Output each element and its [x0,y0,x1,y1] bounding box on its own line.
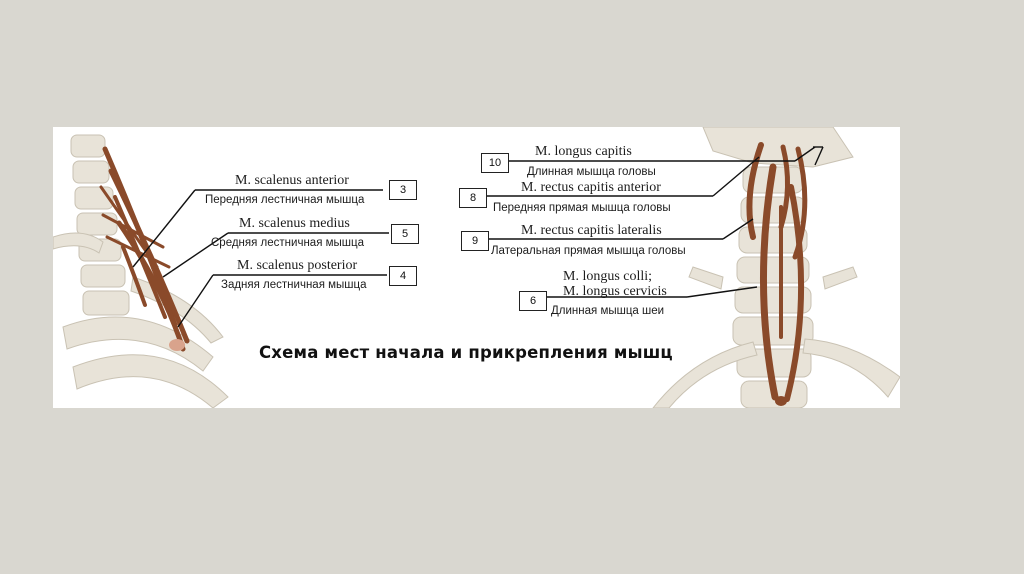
muscle-insertion-mark [169,339,185,351]
longus-capitis-russian: Длинная мышца головы [527,165,656,179]
anatomy-illustration [53,127,900,408]
rectus-capitis-lateralis-latin: M. rectus capitis lateralis [521,224,662,238]
rectus-capitis-lateralis-russian: Латеральная прямая мышца головы [491,244,686,258]
longus-capitis-latin: M. longus capitis [535,145,632,159]
number-box-3: 3 [389,180,417,200]
scalenus-anterior-russian: Передняя лестничная мышца [205,193,364,207]
number-box-8: 8 [459,188,487,208]
number-box-5: 5 [391,224,419,244]
longus-colli-latin: M. longus colli; [563,270,652,284]
number-box-4: 4 [389,266,417,286]
scalenus-anterior-latin: M. scalenus anterior [235,174,349,188]
diagram-panel: M. scalenus anterior Передняя лестничная… [53,127,900,408]
left-skeleton [53,135,228,408]
number-box-6: 6 [519,291,547,311]
rectus-capitis-anterior-latin: M. rectus capitis anterior [521,181,661,195]
scalenus-posterior-russian: Задняя лестничная мышца [221,278,367,292]
rectus-capitis-anterior-russian: Передняя прямая мышца головы [493,201,671,215]
number-box-9: 9 [461,231,489,251]
longus-colli-russian: Длинная мышца шеи [551,304,664,318]
muscle-origin-mark [775,396,787,406]
longus-cervicis-latin: M. longus cervicis [563,285,667,299]
diagram-caption: Схема мест начала и прикрепления мышц [259,343,673,362]
number-box-10: 10 [481,153,509,173]
scalenus-medius-latin: M. scalenus medius [239,217,350,231]
scalenus-medius-russian: Средняя лестничная мышца [211,236,364,250]
scalenus-posterior-latin: M. scalenus posterior [237,259,357,273]
right-skeleton [653,127,900,408]
